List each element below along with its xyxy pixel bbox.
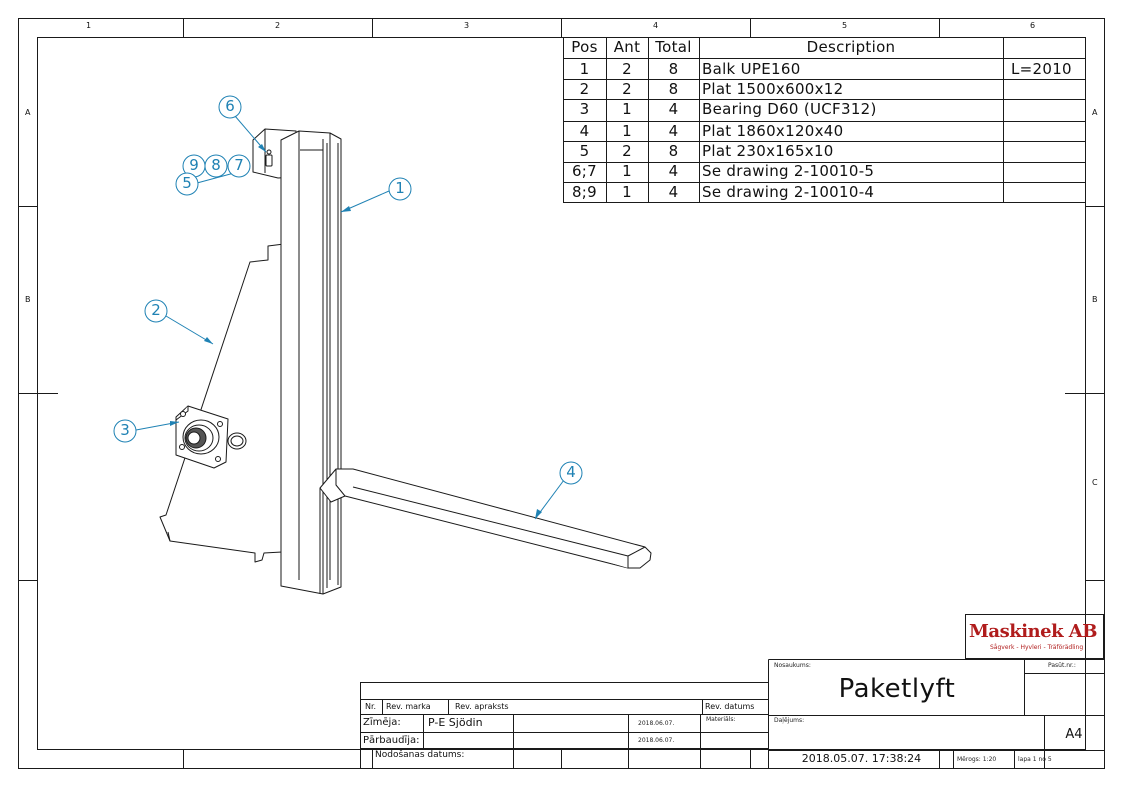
balloon-circle-2 [144,299,168,323]
zimeja-value: P-E Sjödin [428,716,483,729]
zone-label-col-6: 6 [1030,21,1036,30]
pasut-label: Pasūt.nr.: [1048,662,1076,669]
rev-nr-label: Nr. [365,702,377,711]
bom-cell-description: Plat 1500x600x12 [702,80,844,98]
balloon-circle-1 [388,177,412,201]
bom-cell-description: Bearing D60 (UCF312) [702,100,877,118]
bom-row: 3 1 4 Bearing D60 (UCF312) [563,99,1085,119]
balloon-2: 2 [151,301,161,319]
rev-marka-label: Rev. marka [386,702,431,711]
bom-cell-total: 4 [668,183,679,201]
sheet-format: A4 [1065,727,1083,742]
zone-label-col-5: 5 [842,21,848,30]
zone-label-row-a-right: A [1092,108,1098,117]
bom-cell-ant: 1 [622,100,632,118]
daljums-label: Daļējums: [774,717,805,724]
bom-cell-pos: 6;7 [571,162,598,180]
bom-cell-description: Se drawing 2-10010-5 [702,162,875,180]
bom-header-description: Description [806,38,896,56]
balloon-circle-6 [218,95,242,119]
balloon-9: 9 [189,156,199,174]
balloon-circle-8 [204,154,228,178]
bom-table [563,37,1086,203]
bom-header-row: Pos Ant Total Description [563,37,1085,57]
logo-name: Maskinek AB [969,621,1098,642]
drawing-title: Paketlyft [838,674,956,704]
balloon-circle-4 [559,461,583,485]
balloon-8: 8 [211,156,221,174]
bom-cell-note: L=2010 [1011,60,1072,78]
zone-label-col-1: 1 [86,21,92,30]
zimeja-label: Zīmēja: [363,717,401,728]
bom-cell-ant: 1 [622,183,632,201]
balloon-6: 6 [225,97,235,115]
bom-header-total: Total [655,38,692,56]
bom-cell-total: 4 [668,100,679,118]
balloon-circle-3 [113,419,137,443]
balloon-7: 7 [234,156,244,174]
balloon-circle-7 [227,154,251,178]
bom-cell-total: 4 [668,162,679,180]
bom-cell-ant: 1 [622,122,632,140]
bom-cell-total: 8 [668,60,679,78]
bom-cell-description: Plat 1860x120x40 [702,122,844,140]
zone-label-col-2: 2 [275,21,281,30]
bom-row: 1 2 8 Balk UPE160 L=2010 [563,59,1085,79]
bom-row: 8;9 1 4 Se drawing 2-10010-4 [563,182,1085,202]
bom-cell-ant: 2 [622,142,632,160]
company-logo: Maskinek AB Sågverk - Hyvleri - Träföräd… [966,615,1103,658]
bom-cell-ant: 1 [622,162,632,180]
upe-beam [280,130,342,595]
zone-label-row-a-left: A [25,108,31,117]
nosaukums-label: Nosaukums: [774,662,811,669]
balloon-1: 1 [395,179,405,197]
bom-cell-pos: 1 [579,60,590,78]
bom-cell-pos: 2 [579,80,590,98]
bom-cell-ant: 2 [622,80,632,98]
bom-cell-description: Plat 230x165x10 [702,142,834,160]
balloon-circle-5 [175,172,199,196]
scale: Mērogs: 1:20 [957,756,997,763]
balloon-4: 4 [566,463,576,481]
bom-cell-pos: 4 [579,122,590,140]
bearing [175,405,229,469]
bom-cell-total: 8 [668,80,679,98]
bom-cell-description: Balk UPE160 [702,60,801,78]
bom-row: 6;7 1 4 Se drawing 2-10010-5 [563,161,1085,181]
parbaudija-label: Pārbaudīja: [363,735,420,746]
bom-cell-pos: 8;9 [571,183,598,201]
zone-label-col-4: 4 [653,21,659,30]
bom-header-pos: Pos [571,38,598,56]
bom-cell-pos: 3 [579,100,590,118]
rev-datums-label: Rev. datums [705,702,755,711]
zone-label-row-b-right: B [1092,295,1098,304]
zone-label-row-c-right: C [1092,478,1098,487]
bom-cell-pos: 5 [579,142,590,160]
zone-label-row-b-left: B [25,295,31,304]
zone-label-col-3: 3 [464,21,470,30]
balloon-5: 5 [182,174,192,192]
bom-row: 2 2 8 Plat 1500x600x12 [563,79,1085,99]
bom-row: 5 2 8 Plat 230x165x10 [563,141,1085,161]
logo-tagline: Sågverk - Hyvleri - Träförädling [990,644,1084,651]
materials-label: Materiāls: [706,716,736,723]
sheet-number: lapa 1 no 5 [1018,756,1052,763]
bom-cell-description: Se drawing 2-10010-4 [702,183,875,201]
nodosanas-label: Nodošanas datums: [375,750,465,760]
timestamp: 2018.05.07. 17:38:24 [801,752,922,765]
bom-cell-ant: 2 [622,60,632,78]
bom-cell-total: 8 [668,142,679,160]
parbaudija-date: 2018.06.07. [638,737,675,744]
bom-row: 4 1 4 Plat 1860x120x40 [563,121,1085,141]
bom-cell-total: 4 [668,122,679,140]
rev-apraksts-label: Rev. apraksts [455,702,509,711]
zimeja-date: 2018.06.07. [638,720,675,727]
bom-header-ant: Ant [613,38,641,56]
balloon-3: 3 [120,421,130,439]
